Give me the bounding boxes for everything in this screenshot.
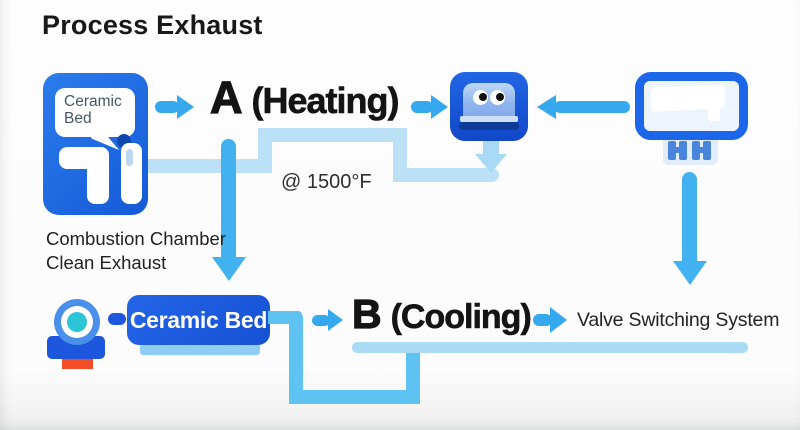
- heat-exchanger-icon: [450, 72, 528, 141]
- arrow-a-to-heater-icon: [431, 95, 448, 119]
- flow-arrow-a-to-bed-shaft: [221, 139, 236, 259]
- chamber-caption: Combustion Chamber Clean Exhaust: [46, 228, 226, 274]
- upipe-bottom-run: [289, 390, 420, 404]
- arrow-valveunit-to-heater-shaft: [554, 101, 630, 113]
- burner-flame-bar: [62, 359, 93, 369]
- arrow-b-to-valve-icon: [550, 307, 567, 333]
- connector-dash: [108, 313, 126, 325]
- heater-outlet-arrow-shaft: [483, 139, 499, 156]
- arrow-b-to-valve-shaft: [533, 314, 552, 326]
- arrow-a-to-heater-shaft: [411, 101, 433, 113]
- cooling-bar: [352, 342, 748, 353]
- stage-a-label: A (Heating): [209, 71, 400, 124]
- flow-arrow-valveunit-down-icon: [673, 261, 707, 285]
- pipe-run-from-chamber: [146, 159, 272, 173]
- duct-notch: [126, 149, 133, 166]
- duct-shape-vertical-left: [87, 147, 109, 204]
- pipe-top-run: [258, 128, 407, 142]
- flow-arrow-a-to-bed-icon: [212, 257, 246, 281]
- kiln-base: [460, 116, 518, 122]
- stage-a-name: (Heating): [251, 80, 400, 122]
- upipe-down: [289, 311, 303, 404]
- arrow-chamber-to-a-icon: [177, 95, 194, 119]
- ceramic-bed-label: Ceramic Bed: [129, 306, 268, 333]
- left-eye-icon: [473, 90, 488, 105]
- outlet-tooth-bar: [692, 147, 711, 153]
- burner-icon: [54, 299, 100, 345]
- ceramic-bed-shadow: [140, 344, 260, 355]
- flow-arrow-valveunit-down-shaft: [682, 172, 697, 264]
- page-title: Process Exhaust: [42, 10, 263, 40]
- upipe-up: [406, 349, 420, 404]
- pipe-end-run: [393, 168, 499, 182]
- valve-switching-label: Valve Switching System: [577, 309, 780, 331]
- kiln-slot: [459, 122, 519, 130]
- speech-bubble: Ceramic Bed: [55, 88, 135, 137]
- kiln-face: [463, 83, 515, 121]
- stage-b-name: (Cooling): [390, 298, 532, 337]
- heater-outlet-arrow-icon: [475, 154, 507, 173]
- arrow-bed-to-b-icon: [328, 309, 343, 331]
- arrow-bed-to-b-shaft: [312, 315, 330, 326]
- combustion-chamber-icon: Ceramic Bed: [43, 73, 148, 215]
- burner-base: [47, 336, 105, 359]
- valve-unit-screen: [644, 81, 739, 131]
- stage-a-letter: A: [209, 71, 243, 123]
- stage-b-letter: B: [351, 290, 382, 337]
- temperature-label: @ 1500°F: [281, 171, 372, 193]
- valve-unit-icon: [635, 72, 748, 140]
- ceramic-bed-node: Ceramic Bed: [127, 295, 270, 345]
- bubble-text: Ceramic Bed: [64, 93, 122, 128]
- arrow-valveunit-to-heater-icon: [537, 95, 556, 119]
- outlet-tooth-bar: [668, 147, 687, 153]
- arrow-chamber-to-a-shaft: [155, 101, 179, 113]
- stage-b-label: B (Cooling): [351, 290, 532, 338]
- screen-highlight-notch: [708, 97, 720, 121]
- right-eye-icon: [490, 90, 505, 105]
- burner-lens-core: [67, 312, 87, 332]
